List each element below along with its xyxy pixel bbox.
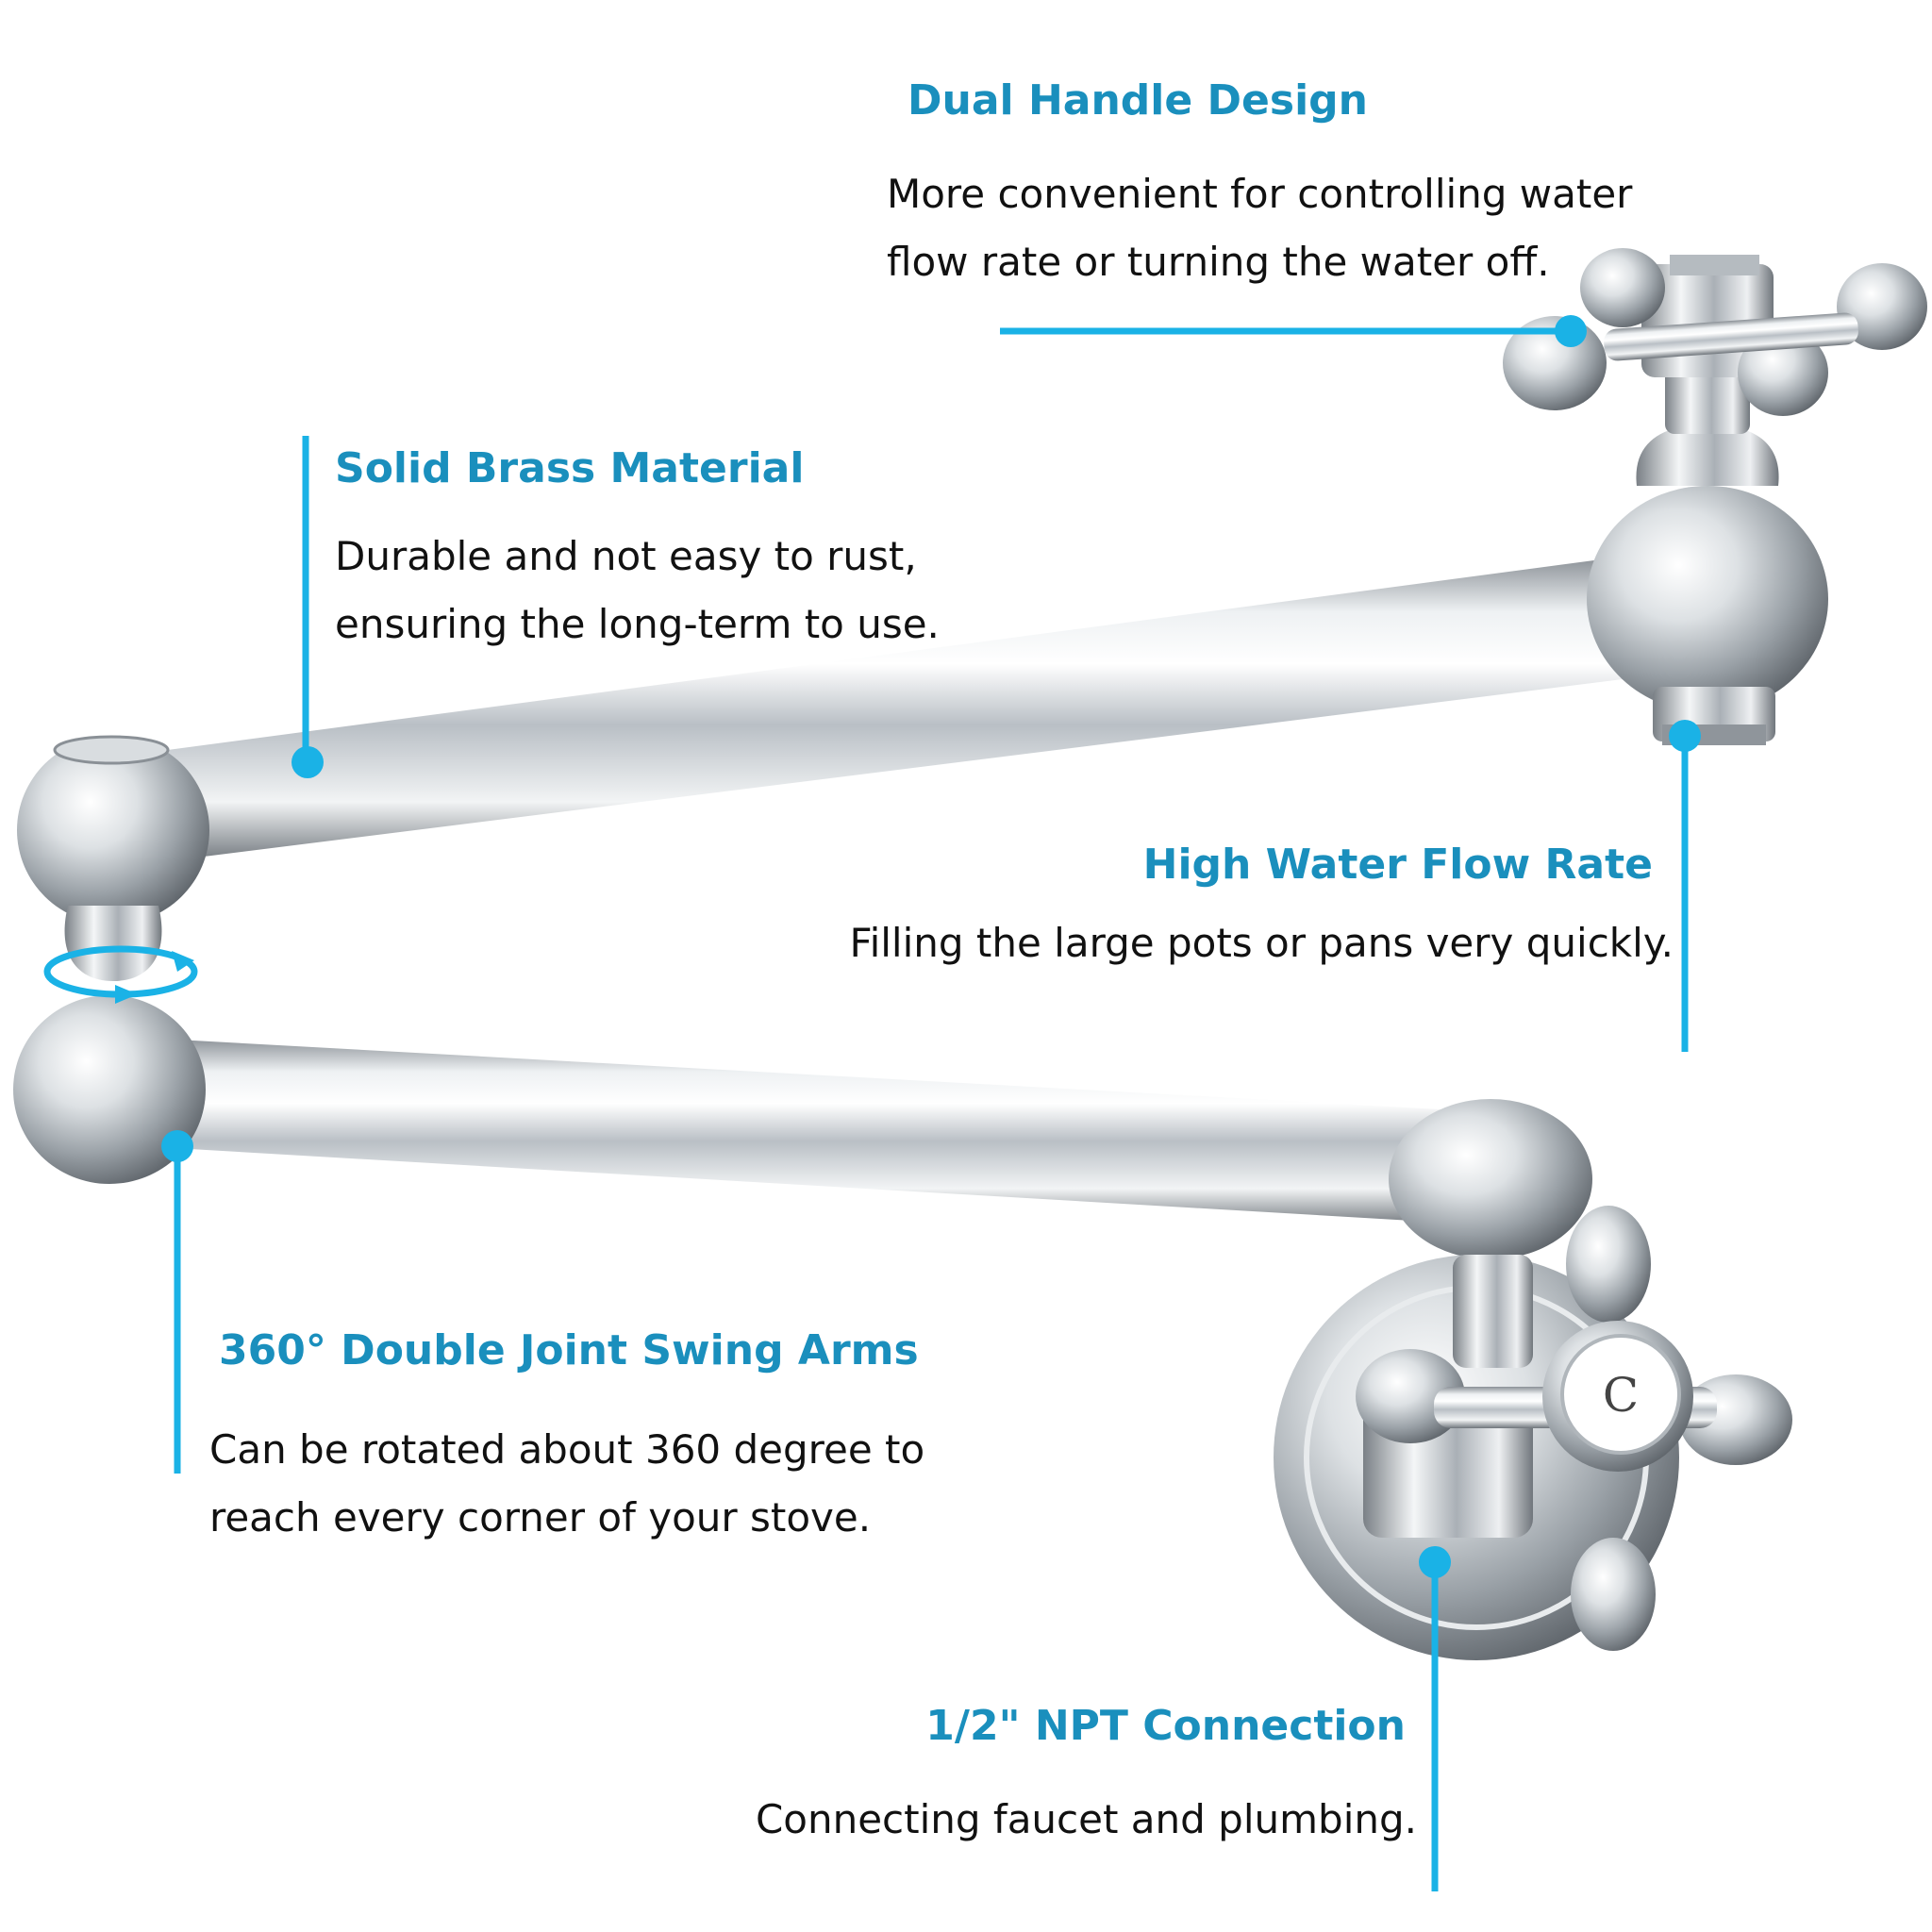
dual-handle-leader [1000, 315, 1587, 347]
callout-line: More convenient for controlling water [887, 171, 1633, 217]
rotation-arrow-icon [43, 945, 198, 1004]
lower-swing-arm [142, 1038, 1509, 1226]
dual-handle-dot [1555, 315, 1587, 347]
npt-connection-leader [1419, 1546, 1451, 1891]
callout-line: ensuring the long-term to use. [335, 601, 940, 647]
callout-npt-connection: 1/2" NPT Connection Connecting faucet an… [756, 1701, 1417, 1854]
callout-line: Filling the large pots or pans very quic… [849, 920, 1674, 966]
callout-title: 360° Double Joint Swing Arms [219, 1326, 919, 1374]
callout-dual-handle: Dual Handle Design More convenient for c… [887, 75, 1632, 296]
callout-swing-arms: 360° Double Joint Swing Arms Can be rota… [209, 1325, 924, 1552]
callout-title: High Water Flow Rate [1142, 841, 1653, 889]
callout-solid-brass: Solid Brass Material Durable and not eas… [335, 443, 940, 658]
solid-brass-dot [291, 746, 324, 778]
high-flow-leader [1669, 720, 1701, 1052]
upper-swing-arm [132, 557, 1623, 863]
callout-title: Solid Brass Material [335, 444, 805, 492]
callout-title: Dual Handle Design [908, 76, 1368, 125]
callout-line: Durable and not easy to rust, [335, 533, 917, 579]
callout-line: Can be rotated about 360 degree to [209, 1426, 925, 1473]
npt-connection-dot [1419, 1546, 1451, 1578]
cold-cap-label: C [1603, 1368, 1639, 1423]
callout-title: 1/2" NPT Connection [925, 1702, 1406, 1750]
callout-high-flow: High Water Flow Rate Filling the large p… [849, 840, 1674, 977]
high-flow-dot [1669, 720, 1701, 752]
upper-cross-handle-icon [1503, 248, 1927, 416]
left-elbow-joint [13, 735, 209, 1184]
callout-line: flow rate or turning the water off. [887, 239, 1550, 285]
callout-line: Connecting faucet and plumbing. [755, 1796, 1417, 1842]
swing-arms-dot [161, 1130, 193, 1162]
solid-brass-leader [291, 436, 324, 778]
lower-cross-handle-icon: C [1356, 1206, 1792, 1651]
swing-arms-leader [161, 1130, 193, 1474]
callout-line: reach every corner of your stove. [209, 1494, 872, 1541]
